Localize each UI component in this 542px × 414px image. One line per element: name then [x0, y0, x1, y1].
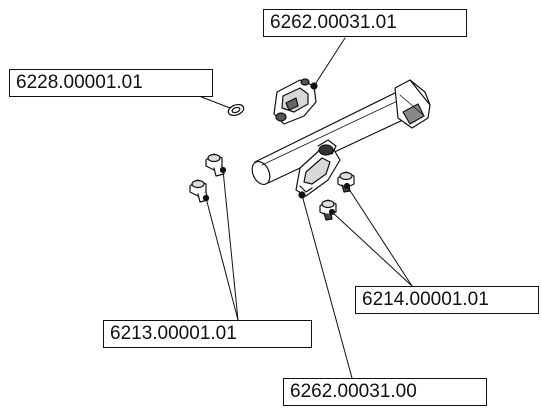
part-label-6214-00001-01: 6214.00001.01 — [355, 286, 539, 314]
upper-clamp-part — [273, 78, 318, 125]
pin-upper-part — [205, 153, 227, 177]
part-label-6228-00001-01: 6228.00001.01 — [9, 69, 213, 97]
washer-part — [227, 103, 245, 117]
leader-6262-01 — [313, 37, 346, 87]
leader-6213-b — [205, 197, 239, 321]
leader-6214-a — [346, 185, 413, 287]
leader-6262-00 — [301, 194, 353, 379]
leader-6228 — [198, 95, 231, 109]
lower-clamp-part — [295, 139, 341, 199]
part-label-6262-00031-00: 6262.00031.00 — [283, 378, 487, 406]
tube-part — [251, 87, 421, 185]
part-label-6262-00031-01: 6262.00031.01 — [263, 9, 467, 37]
bolt-lower-right-part — [319, 199, 337, 221]
leader-6213-a — [222, 169, 239, 321]
leader-6214-b — [331, 211, 413, 287]
end-clamp-part — [394, 79, 431, 129]
pin-lower-part — [189, 179, 210, 203]
leader-lines — [198, 37, 413, 379]
part-label-6213-00001-01: 6213.00001.01 — [103, 320, 312, 348]
bolt-upper-right-part — [337, 171, 355, 193]
